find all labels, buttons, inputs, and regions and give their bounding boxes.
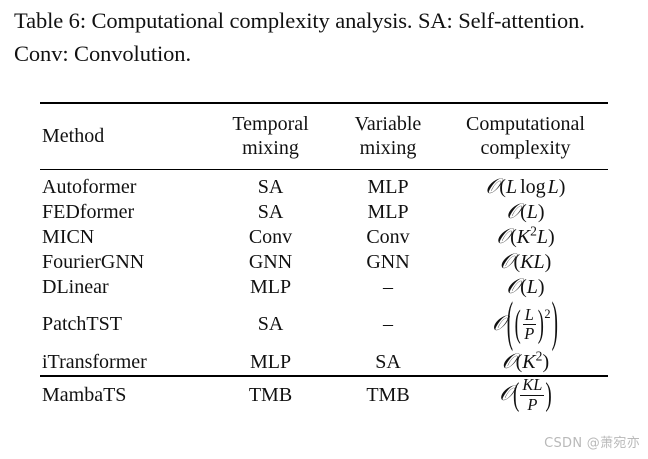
cell-temporal-mixing: SA xyxy=(257,201,284,223)
header-variable-line1: Variable xyxy=(354,113,422,135)
em-dash-placeholder: – xyxy=(383,276,393,298)
table-row: MICN Conv Conv 𝒪(K2L) xyxy=(40,223,608,250)
cell-temporal-mixing: SA xyxy=(257,313,284,336)
column-header-method: Method xyxy=(40,102,208,170)
header-temporal-line2: mixing xyxy=(242,137,299,159)
cell-complexity: 𝒪(K2L) xyxy=(443,223,608,250)
cell-temporal-mixing: SA xyxy=(208,169,333,200)
column-header-computational-complexity: Computational complexity xyxy=(443,102,608,170)
complexity-formula: 𝒪(L) xyxy=(506,199,545,223)
header-complexity-line2: complexity xyxy=(480,137,571,159)
cell-variable-mixing: TMB xyxy=(333,374,443,420)
cell-method: DLinear xyxy=(42,276,109,298)
cell-variable-mixing: Conv xyxy=(366,226,410,248)
cell-method: PatchTST xyxy=(42,313,122,336)
cell-temporal-mixing: TMB xyxy=(208,374,333,420)
cell-method: iTransformer xyxy=(42,350,147,373)
complexity-formula: 𝒪(K2) xyxy=(501,348,550,373)
table-row: DLinear MLP – 𝒪(L) xyxy=(40,275,608,300)
table-row: iTransformer MLP SA 𝒪(K2) xyxy=(40,348,608,376)
em-dash-placeholder: – xyxy=(383,313,393,336)
cell-temporal-mixing: MLP xyxy=(249,276,292,298)
column-header-variable-mixing: Variable mixing xyxy=(333,102,443,170)
complexity-table: Method Temporal mixing Variable mixing C… xyxy=(40,102,608,420)
cell-method: Autoformer xyxy=(40,169,208,200)
cell-method: FEDformer xyxy=(42,201,135,223)
header-variable-line2: mixing xyxy=(359,137,417,159)
cell-temporal-mixing: Conv xyxy=(248,226,293,248)
table-caption: Table 6: Computational complexity analys… xyxy=(14,8,585,66)
table-row: FourierGNN GNN GNN 𝒪(KL) xyxy=(40,250,608,275)
cell-method: MICN xyxy=(42,226,95,248)
cell-method: FourierGNN xyxy=(42,251,145,273)
csdn-watermark: CSDN @萧宛亦 xyxy=(544,436,640,451)
cell-variable-mixing: SA xyxy=(375,350,401,373)
column-header-temporal-mixing: Temporal mixing xyxy=(208,102,333,170)
cell-temporal-mixing: GNN xyxy=(248,251,293,273)
table-header: Method Temporal mixing Variable mixing C… xyxy=(40,102,608,170)
cell-variable-mixing: MLP xyxy=(367,201,409,223)
cell-complexity: 𝒪(L) xyxy=(443,275,608,300)
cell-variable-mixing: – xyxy=(333,275,443,300)
complexity-formula: 𝒪(K2L) xyxy=(496,223,555,248)
cell-method: MambaTS xyxy=(40,374,208,420)
cell-complexity: 𝒪(L) xyxy=(443,200,608,225)
complexity-formula: 𝒪(L) xyxy=(506,274,545,298)
table-row: FEDformer SA MLP 𝒪(L) xyxy=(40,200,608,225)
cell-variable-mixing: GNN xyxy=(366,251,410,273)
header-complexity-line1: Computational xyxy=(466,113,585,135)
cell-variable-mixing: – xyxy=(333,300,443,350)
cell-complexity: 𝒪(KL) xyxy=(443,250,608,275)
cell-temporal-mixing: MLP xyxy=(249,350,292,373)
cell-variable-mixing: MLP xyxy=(333,169,443,200)
header-row: Method Temporal mixing Variable mixing C… xyxy=(40,102,608,170)
cell-complexity: 𝒪(K2) xyxy=(443,348,608,376)
header-temporal-line1: Temporal xyxy=(232,113,309,135)
table-container: Method Temporal mixing Variable mixing C… xyxy=(40,102,608,420)
complexity-formula: 𝒪(KL) xyxy=(499,249,552,273)
